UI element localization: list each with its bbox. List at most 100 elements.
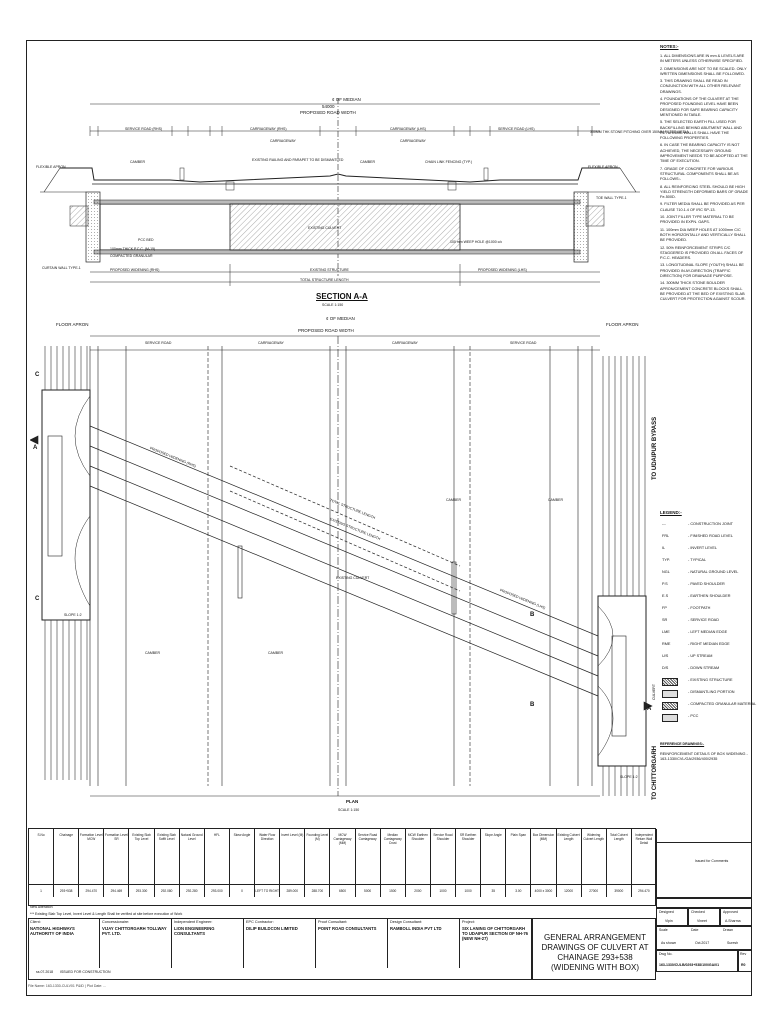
- legend-item: IL- INVERT LEVEL: [658, 544, 750, 555]
- table-header-cell: Plain Span: [506, 829, 532, 885]
- plan-slope-2: SLOPE 1:2: [620, 775, 638, 779]
- table-cell: LEFT TO RIGHT: [255, 885, 281, 897]
- issue-status: ISSUED FOR CONSTRUCTION: [60, 970, 111, 974]
- section-chain-link: CHAIN LINK FENCING (TYP.): [425, 160, 472, 164]
- party-cell: Client:NATIONAL HIGHWAYS AUTHORITY OF IN…: [28, 918, 100, 968]
- legend-text: - EXISTING STRUCTURE: [688, 678, 733, 682]
- note-item: 11. 100mm DIA WEEP HOLES AT 1000mm C/C B…: [660, 227, 746, 243]
- plan-camber-4: CAMBER: [268, 651, 283, 655]
- table-header-cell: S.No: [29, 829, 55, 885]
- legend-symbol: TYP.: [662, 558, 670, 562]
- legend-symbol: [662, 690, 678, 698]
- plan-existing-culvert: EXISTING CULVERT: [336, 576, 370, 580]
- section-weep-holes: 100 mm WEEP HOLE @1000 c/c: [450, 240, 503, 244]
- table-cell: 2000: [406, 885, 431, 897]
- section-aa-drawing: [40, 98, 640, 286]
- table-header-cell: Slope Angle: [481, 829, 507, 885]
- party-cell: Concessionaire:VIJAY CHITTORGARH TOLLWAY…: [100, 918, 172, 968]
- legend-text: - DISMANTLING PORTION: [688, 690, 735, 694]
- plan-section-c2: C: [35, 596, 40, 602]
- legend-text: - RIGHT MEDIAN EDGE: [688, 642, 730, 646]
- party-name: NATIONAL HIGHWAYS AUTHORITY OF INDIA: [30, 926, 75, 936]
- legend-item: - COMPACTED GRANULAR MATERIAL: [658, 700, 756, 711]
- table-cell: 293.300: [129, 885, 155, 897]
- legend-symbol: [662, 702, 678, 710]
- plan-camber-3: CAMBER: [145, 651, 160, 655]
- note-item: 9. FILTER MEDIA SHALL BE PROVIDED AS PER…: [660, 202, 745, 212]
- party-cell: Project:SIX LANING OF CHITTORGARH TO UDA…: [460, 918, 532, 968]
- plan-culvert-label: CULVERT: [652, 683, 656, 700]
- legend-text: - CONSTRUCTION JOINT: [688, 522, 733, 526]
- drawing-title-box: GENERAL ARRANGEMENT DRAWINGS OF CULVERT …: [532, 918, 656, 980]
- table-cell: 293+538: [54, 885, 80, 897]
- description-row: [656, 898, 752, 908]
- table-header-cell: Service Road Carriageway: [355, 829, 381, 885]
- legend-item: E.S- EARTHEN SHOULDER: [658, 592, 750, 603]
- table-cell: 27000: [582, 885, 607, 897]
- party-cell: Proof Consultant:POINT ROAD CONSULTANTS: [316, 918, 388, 968]
- note-item: 5. THE SELECTED EARTH FILL USED FOR BACK…: [660, 120, 742, 141]
- reference-text: REINFORCEMENT DETAILS OF BOX WIDENING - …: [660, 752, 748, 762]
- legend-item: FRL- FINISHED ROAD LEVEL: [658, 532, 750, 543]
- reference-heading: REFERENCE DRAWINGS:-: [660, 742, 705, 746]
- table-header-cell: Widening Culvert Length: [581, 829, 607, 885]
- legend-symbol: IL: [662, 546, 666, 550]
- note-item: 13. LONGITUDINAL SLOPE (YOUTH) SHALL BE …: [660, 263, 744, 278]
- section-seg-3: CARRIAGEWAY: [270, 139, 296, 143]
- table-cell: 288.700: [305, 885, 331, 897]
- note-item: 1. ALL DIMENSIONS ARE IN mm & LEVELS ARE…: [660, 54, 745, 64]
- party-name: LION ENGINEERING CONSULTANTS: [174, 926, 215, 936]
- revision-table: Issued for Comments: [656, 842, 752, 898]
- section-rcc: 100mm THICK P.C.C. (M-15): [110, 247, 156, 251]
- plan-camber-1: CAMBER: [446, 498, 461, 502]
- note-item: 7. GRADE OF CONCRETE FOR VARIOUS STRUCTU…: [660, 166, 739, 182]
- table-header-cell: MCW Carriageway (MM): [330, 829, 356, 885]
- revision-entry: Issued for Comments: [695, 859, 729, 863]
- section-seg-4: CARRIAGEWAY: [400, 139, 426, 143]
- table-cell: 3.00: [506, 885, 532, 897]
- table-header-cell: Total Culvert Length: [606, 829, 632, 885]
- table-header-cell: Existing Slab Soffit Level: [154, 829, 180, 885]
- legend-item: - DISMANTLING PORTION: [658, 688, 750, 699]
- plan-title: PLAN: [346, 799, 359, 804]
- section-camber-1: CAMBER: [130, 160, 145, 164]
- table-header-cell: HFL: [204, 829, 230, 885]
- legend-item: LME- LEFT MEDIAN EDGE: [658, 628, 750, 639]
- section-curtain-wall: CURTAIN WALL TYPE-1: [42, 266, 81, 270]
- parties-list: Client:NATIONAL HIGHWAYS AUTHORITY OF IN…: [28, 918, 532, 980]
- table-header-cell: MCW Earthen Shoulder: [405, 829, 431, 885]
- table-cell: 6500: [330, 885, 356, 897]
- section-title: SECTION A-A: [316, 292, 368, 301]
- plan-seg-4: SERVICE ROAD: [510, 341, 537, 345]
- party-role: Concessionaire:: [102, 920, 130, 924]
- party-cell: Design Consultant:RAMBOLL INDIA PVT LTD: [388, 918, 460, 968]
- notes-list: 1. ALL DIMENSIONS ARE IN mm & LEVELS ARE…: [660, 54, 748, 304]
- legend-text: - TYPICAL: [688, 558, 707, 562]
- section-seg-1: SERVICE ROAD (RHS): [125, 127, 163, 131]
- dwg-no-cell: Dwg No. 163-1330/CULB/0293+538/100/GA/01: [656, 950, 738, 972]
- issue-date: ss.07.2018: [36, 970, 54, 974]
- section-existing-parapet: EXISTING RAILING AND PARAPET TO BE DISMA…: [252, 158, 344, 162]
- note-item: 8. ALL REINFORCING STEEL SHOULD BE HIGH …: [660, 184, 748, 200]
- drawing-sheet: [26, 40, 752, 996]
- legend-symbol: [662, 678, 678, 686]
- note-item: 10. JOINT FILLER TYPE MATERIAL TO BE PRO…: [660, 215, 734, 225]
- legend-item: TYP. - TYPICAL: [658, 556, 750, 567]
- legend-text: - SERVICE ROAD: [688, 618, 719, 622]
- legend-item: RME- RIGHT MEDIAN EDGE: [658, 640, 750, 651]
- plan-section-a2: A: [647, 706, 652, 712]
- table-cell: 1000: [431, 885, 457, 897]
- table-cell: 0: [230, 885, 256, 897]
- legend-text: - COMPACTED GRANULAR MATERIAL: [688, 702, 757, 706]
- table-header-cell: Independent Return Wall Detail: [631, 829, 657, 885]
- table-header-cell: Water Flow Direction: [255, 829, 281, 885]
- plan-section-c1: C: [35, 372, 40, 378]
- table-header-cell: Box Dimension (MM): [531, 829, 557, 885]
- legend-symbol: ---: [662, 522, 666, 526]
- section-existing-structure: EXISTING STRUCTURE: [310, 268, 349, 272]
- plan-camber-2: CAMBER: [548, 498, 563, 502]
- plan-scale: SCALE 1:150: [338, 808, 360, 812]
- table-cell: 294.470: [632, 885, 657, 897]
- legend-item: SR- SERVICE ROAD: [658, 616, 750, 627]
- note-item: 3. THIS DRAWING SHALL BE READ IN CONJUNC…: [660, 79, 741, 94]
